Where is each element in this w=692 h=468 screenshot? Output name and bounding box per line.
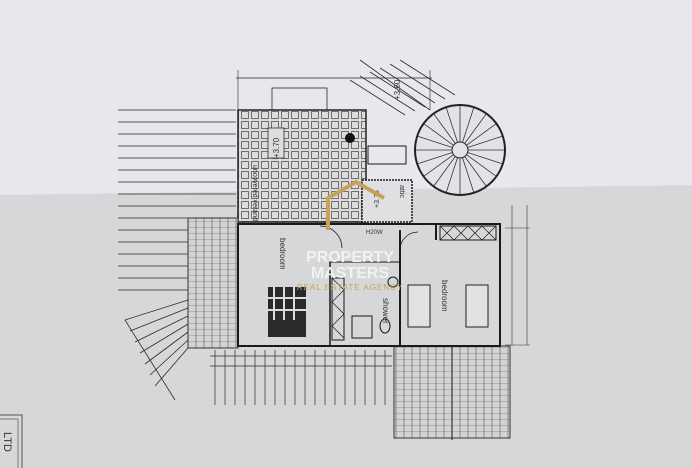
door-swing	[319, 225, 343, 249]
pergola-beam	[124, 319, 176, 401]
level-stair: +3.60	[393, 79, 402, 100]
wardrobe-left	[331, 277, 345, 341]
label-bedroom-right: bedroom	[440, 280, 449, 312]
pergola-beam	[129, 307, 189, 332]
pergola-beam	[149, 339, 189, 376]
label-bedroom-left: bedroom	[278, 238, 287, 270]
attic-room	[361, 179, 413, 223]
stair-step	[467, 152, 502, 164]
label-attic: attic	[398, 185, 405, 198]
pergola-beam	[369, 71, 426, 108]
pergola-beam	[139, 323, 189, 354]
sofa-outline	[367, 145, 407, 165]
pergola-beam	[134, 315, 189, 343]
pergola-beam	[389, 63, 446, 100]
wardrobe-right-hatch	[439, 225, 497, 241]
single-bed-2	[465, 284, 489, 328]
pergola-beam	[359, 59, 431, 111]
toilet-icon	[379, 318, 391, 334]
stair-step	[466, 154, 496, 177]
paper-bottom	[0, 185, 692, 468]
level-veranda: +3.70	[272, 137, 281, 158]
basin-icon	[387, 276, 399, 288]
spiral-staircase	[414, 104, 506, 196]
pergola-beam	[349, 79, 406, 116]
stair-step	[462, 108, 474, 143]
stair-step	[418, 136, 453, 148]
roof-tiles-left	[187, 217, 239, 349]
stair-step	[466, 123, 496, 146]
stair-step	[462, 157, 474, 192]
shower-tray	[351, 315, 373, 339]
pergola-beam	[144, 331, 189, 365]
floor-outline	[237, 223, 501, 347]
pergola-top	[349, 59, 456, 116]
label-shower: shower	[381, 298, 390, 324]
title-block-inner-border	[0, 418, 19, 468]
single-bed-1	[407, 284, 431, 328]
label-water-heater: H20W	[366, 230, 383, 236]
watermark-line1: PROPERTY	[306, 249, 394, 266]
stair-step	[418, 152, 453, 164]
watermark-line3: REAL ESTATE AGENCY	[297, 283, 403, 292]
pergola-beam	[359, 75, 416, 112]
door-swing	[399, 231, 419, 251]
stair-step	[433, 114, 456, 144]
dimension-lines-right	[505, 205, 530, 346]
uncovered-veranda	[237, 109, 367, 223]
stair-step	[424, 123, 454, 146]
stair-step	[424, 154, 454, 177]
edge-text: LTD	[1, 432, 13, 452]
stair-step	[433, 156, 456, 186]
pergola-beam	[379, 67, 436, 104]
pergola-bottom	[210, 350, 392, 405]
level-tag-box	[267, 127, 285, 159]
pergola-beam	[399, 59, 456, 96]
drain-icon	[345, 133, 355, 143]
double-bed	[268, 287, 306, 337]
stair-step	[467, 136, 502, 148]
watermark-house-icon	[326, 179, 385, 230]
title-block-border	[0, 414, 23, 468]
stair-step	[446, 108, 458, 143]
stair-step	[464, 114, 487, 144]
stair-step	[464, 156, 487, 186]
watermark-line2: MASTERS	[311, 265, 390, 282]
watermark-logo: PROPERTY MASTERS REAL ESTATE AGENCY	[297, 179, 403, 292]
pergola-bottom-left	[124, 299, 189, 401]
label-veranda: uncovered veranda	[251, 165, 258, 225]
level-attic: +3.75	[374, 190, 381, 208]
wardrobe-left-hatch	[331, 277, 345, 339]
pergola-beam	[124, 299, 189, 321]
pergola-beam	[154, 347, 189, 387]
stair-step	[446, 157, 458, 192]
